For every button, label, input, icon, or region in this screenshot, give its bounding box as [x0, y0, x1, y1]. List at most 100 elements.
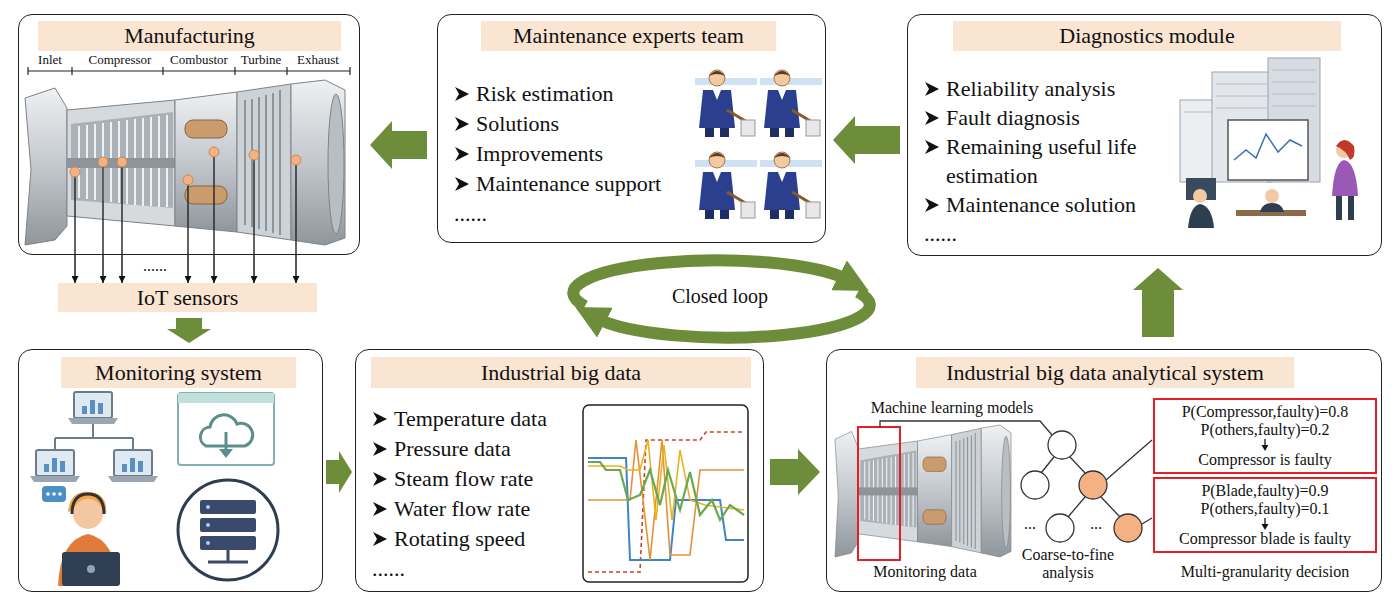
- cloud-icon: [219, 449, 233, 458]
- diagnostics-figure: [1184, 112, 1212, 113]
- diagnostics-figure: [1272, 70, 1316, 71]
- decision-box: P(Compressor,faulty)=0.8P(others,faulty)…: [1153, 398, 1377, 474]
- sensor-band: IoT sensors: [58, 283, 317, 312]
- server-icon: [208, 550, 248, 562]
- signal-chart: [588, 462, 744, 520]
- server-icon: [206, 541, 210, 545]
- flow-arrow: [326, 451, 352, 493]
- sensor-lead: [75, 152, 296, 255]
- decision-tree: [1021, 431, 1152, 542]
- signal-chart: [588, 440, 744, 520]
- cloud-icon: [178, 393, 274, 465]
- network-icon: [90, 400, 95, 414]
- sensor-arrow: [213, 255, 214, 283]
- expert-figure: [695, 70, 757, 137]
- operator-icon: [87, 565, 95, 573]
- part-divider: [234, 67, 235, 75]
- network-icon: [82, 406, 87, 414]
- diagnostics-figure: [1216, 108, 1268, 109]
- server-icon: [206, 505, 210, 509]
- panel-heading: Industrial big data analytical system: [916, 357, 1294, 388]
- down-arrow: [1264, 518, 1265, 525]
- bullet-mark: [454, 146, 470, 162]
- decision-text: P(others,faulty)=0.1: [1159, 500, 1371, 518]
- server-icon: [178, 480, 278, 580]
- decision-tree: [1046, 514, 1074, 542]
- bullet-mark: [454, 116, 470, 132]
- network-icon: [30, 392, 158, 482]
- operator-icon: [46, 492, 50, 496]
- decision-tree: [1048, 431, 1076, 459]
- bullet-list: Reliability analysisFault diagnosisRemai…: [924, 74, 1174, 248]
- network-icon: [138, 461, 143, 472]
- list-text: Temperature data: [394, 404, 547, 434]
- signal-chart: [588, 440, 744, 560]
- diagnostics-figure: [1228, 120, 1308, 180]
- panel-heading: Monitoring system: [61, 357, 296, 388]
- sensor-arrow: [295, 255, 296, 283]
- flow-arrow: [770, 449, 820, 495]
- band-text: IoT sensors: [137, 285, 239, 310]
- panel-heading: Maintenance experts team: [481, 21, 776, 51]
- list-text: Maintenance support: [476, 169, 661, 199]
- list-text: Improvements: [476, 139, 603, 169]
- network-icon: [74, 392, 112, 418]
- diagnostics-figure: [1184, 70, 1316, 112]
- diagnostics-figure: [1193, 189, 1207, 203]
- bullet-mark: [455, 177, 469, 191]
- network-icon: [55, 424, 133, 450]
- network-icon: [52, 458, 57, 472]
- sensor-dot: [291, 155, 301, 165]
- diagnostics-figure: [1180, 100, 1216, 182]
- network-icon: [114, 450, 152, 476]
- decision-tree: [1114, 514, 1142, 542]
- sensor-lead: [187, 180, 188, 255]
- signal-chart: [588, 432, 744, 572]
- diagnostics-figure: [1336, 196, 1342, 220]
- network-icon: [130, 458, 135, 472]
- decision-text: P(Compressor,faulty)=0.8: [1159, 403, 1371, 421]
- decision-tree: [1142, 518, 1152, 524]
- list-text: Solutions: [476, 109, 559, 139]
- sensor-dot: [183, 175, 193, 185]
- decision-tree: [1101, 497, 1120, 517]
- cloud-icon: [178, 393, 274, 465]
- bullet-mark: [372, 411, 388, 427]
- decision-text: Compressor is faulty: [1159, 451, 1371, 469]
- flow-arrow: [167, 318, 211, 343]
- diagnostics-figure: [1272, 82, 1316, 83]
- label-text: Machine learning models: [871, 399, 1034, 417]
- server-icon: [206, 523, 210, 527]
- bullet-mark: [925, 82, 939, 96]
- sensor-arrow: [253, 255, 254, 283]
- list-item: Temperature data: [372, 404, 584, 434]
- sensor-dot: [209, 147, 219, 157]
- diagnostics-figure: [1348, 196, 1354, 220]
- list-item: Maintenance solution: [924, 190, 1174, 219]
- label-text: Exhaust: [297, 52, 339, 67]
- bullet-mark: [372, 501, 388, 517]
- bullet-mark: [372, 531, 388, 547]
- sensor-dot: [249, 150, 259, 160]
- list-text: ......: [372, 554, 405, 584]
- list-item: Reliability analysis: [924, 74, 1174, 103]
- down-arrow: [1264, 439, 1265, 446]
- mini-turbine: [835, 425, 1011, 560]
- sensor-lead: [121, 162, 122, 255]
- network-icon: [60, 461, 65, 472]
- sensor-arrow: [102, 255, 103, 283]
- sensor-dot: [98, 157, 108, 167]
- diagnostics-figure: [1234, 134, 1302, 160]
- bullet-mark: [454, 176, 470, 192]
- bullet-mark: [455, 117, 469, 131]
- diagnostics-figure: [1188, 204, 1214, 228]
- server-icon: [206, 505, 210, 545]
- model-leader: [880, 421, 1052, 435]
- network-icon: [68, 418, 118, 424]
- list-item: Water flow rate: [372, 494, 584, 524]
- manufacturing-panel: Manufacturing: [18, 14, 360, 255]
- label-text: Combustor: [170, 52, 228, 67]
- operator-icon: [42, 486, 120, 586]
- network-icon: [44, 464, 49, 472]
- list-item: Improvements: [454, 139, 686, 169]
